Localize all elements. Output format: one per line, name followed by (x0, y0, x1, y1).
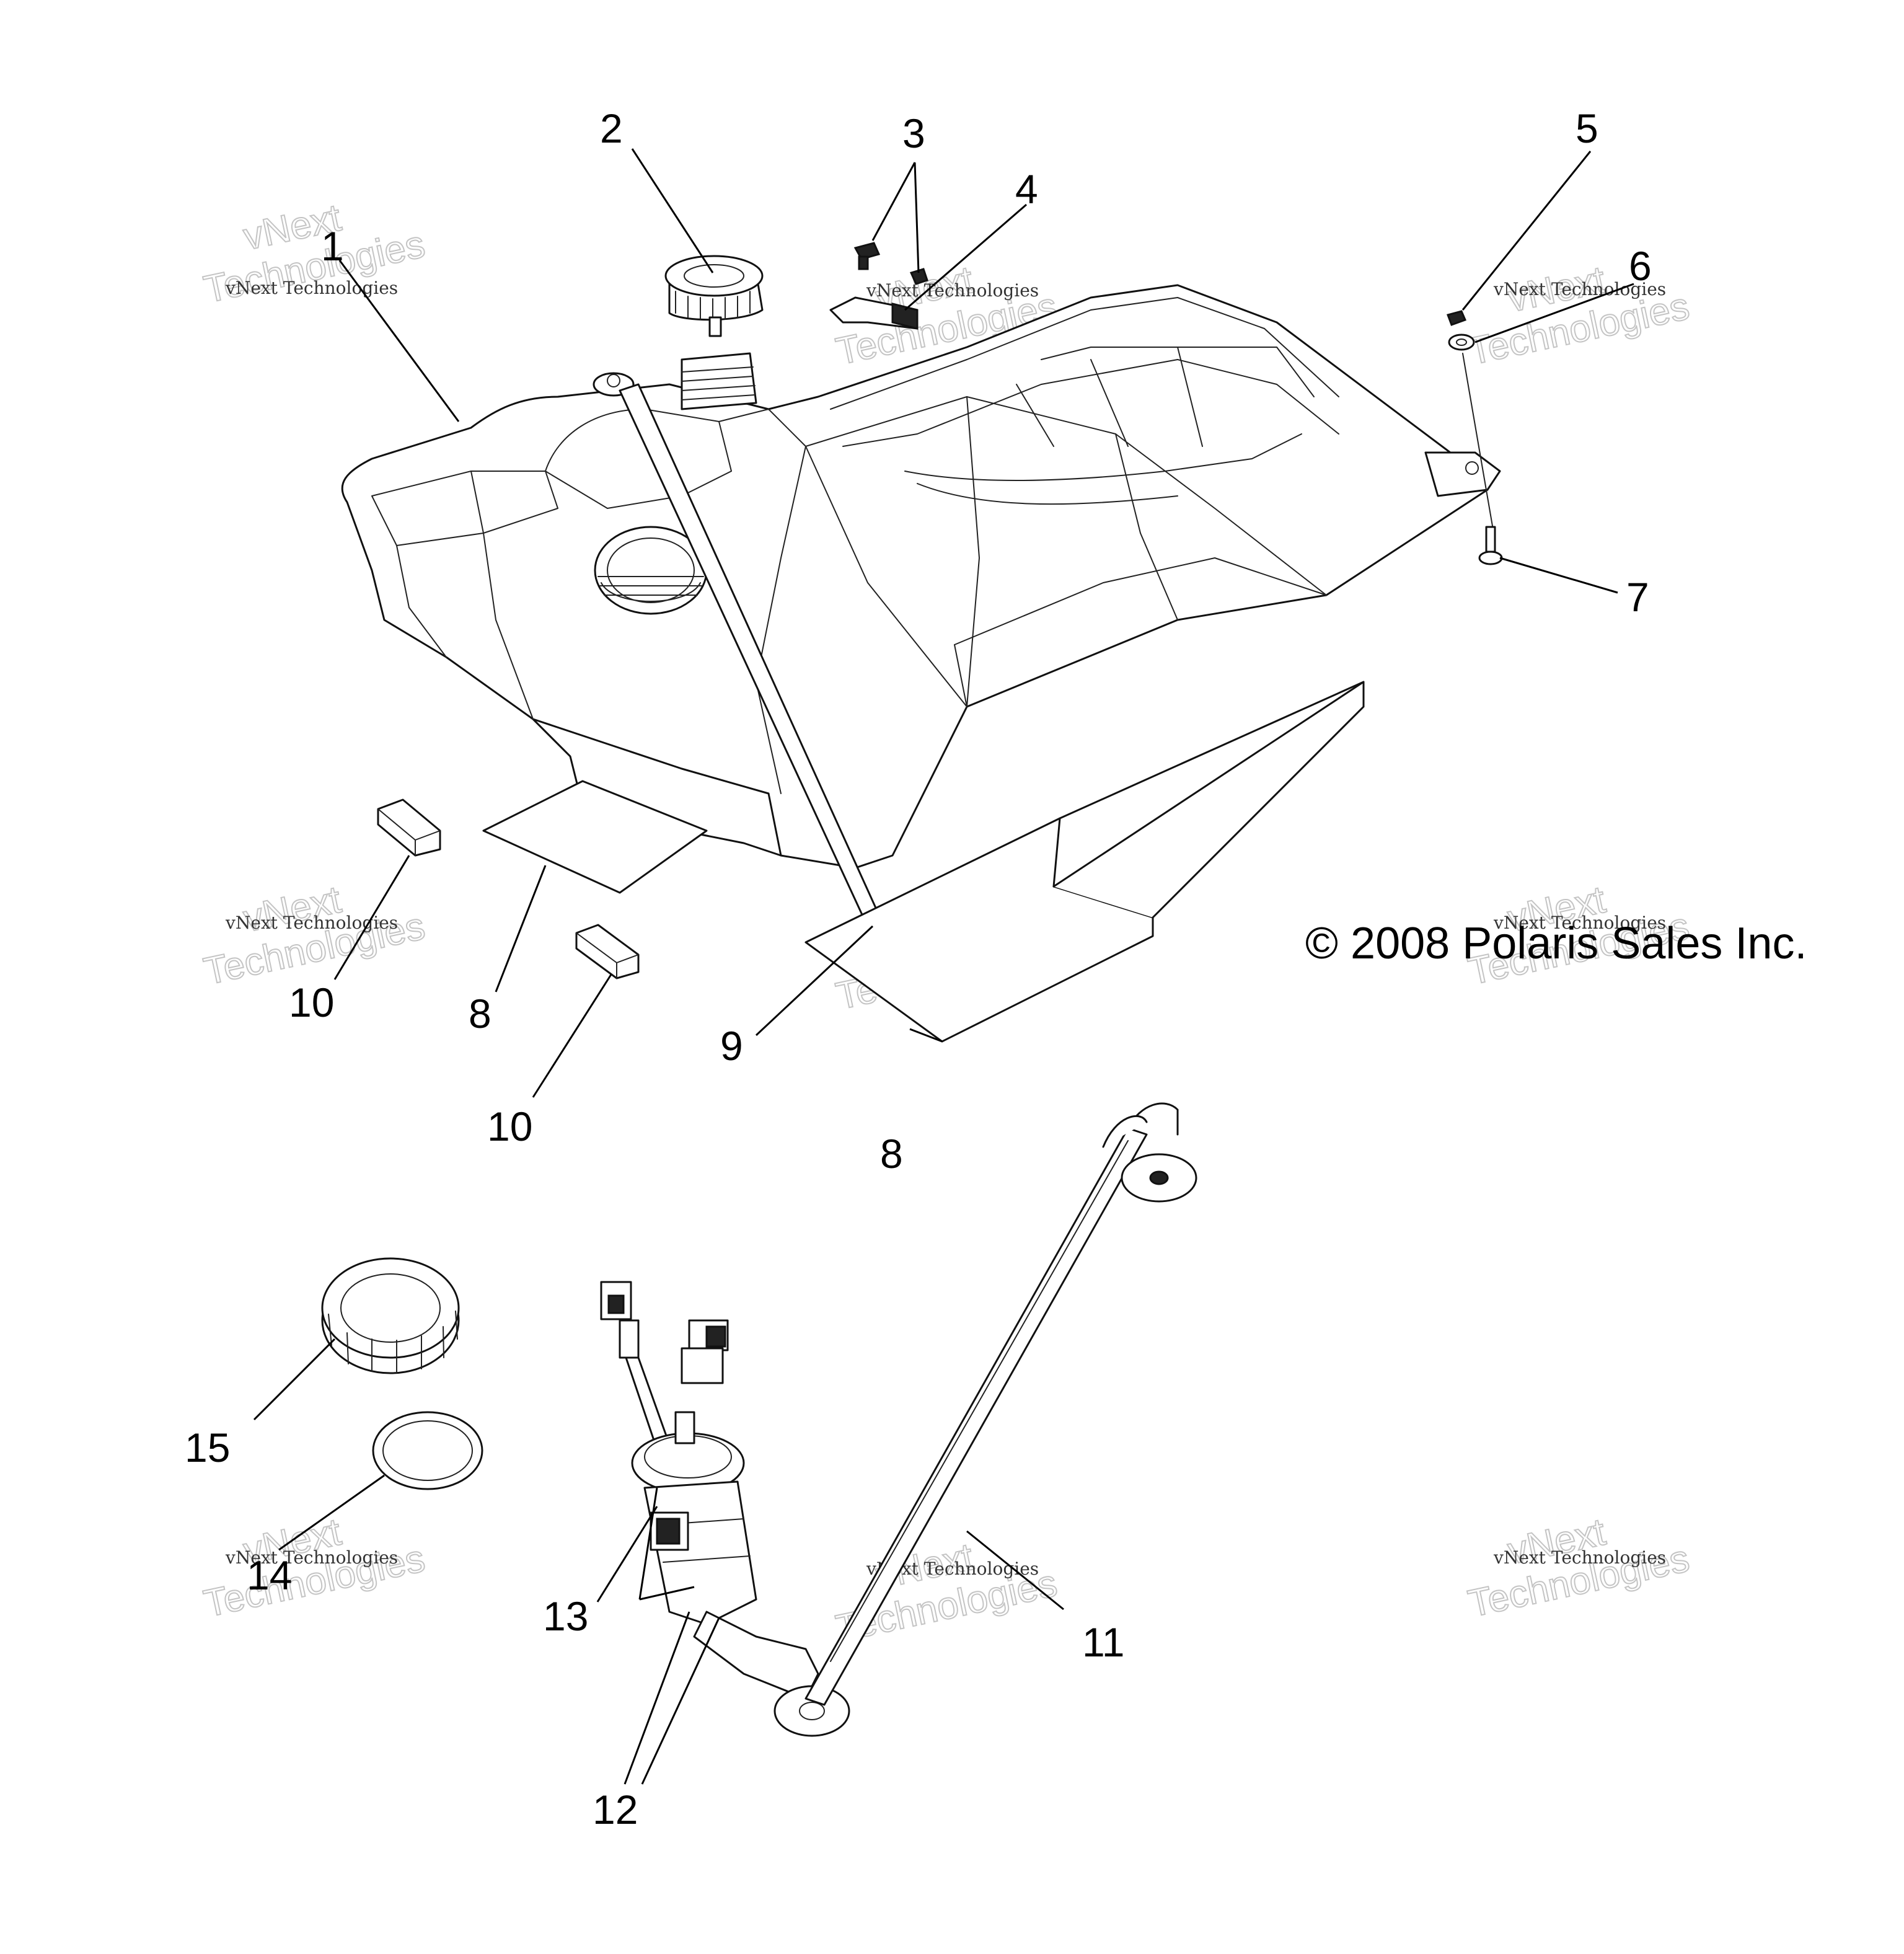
heat-shield-left (482, 780, 708, 894)
callout-10-upper: 10 (289, 979, 334, 1025)
pad-upper (377, 798, 441, 857)
copyright-text: © 2008 Polaris Sales Inc. (1305, 919, 1807, 968)
screw-clip (853, 242, 928, 285)
callout-12: 12 (593, 1787, 638, 1832)
watermark-small-bottom-right: vNext Technologies (1493, 1547, 1666, 1568)
gas-cap (664, 255, 764, 337)
callout-2: 2 (600, 105, 623, 151)
pad-lower (575, 924, 640, 979)
callout-15: 15 (185, 1425, 230, 1470)
callout-13: 13 (543, 1593, 588, 1639)
callout-1: 1 (321, 223, 344, 269)
callout-4: 4 (1015, 166, 1038, 212)
lock-ring (321, 1257, 460, 1374)
watermark-small-top-right: vNext Technologies (1493, 279, 1666, 299)
callout-11: 11 (1082, 1619, 1125, 1665)
callout-8-right: 8 (880, 1131, 903, 1177)
heat-shield-right (804, 681, 1365, 1043)
callout-6: 6 (1629, 243, 1652, 289)
callout-10-lower: 10 (487, 1103, 532, 1149)
watermark-small-top-center: vNext Technologies (866, 280, 1039, 301)
fuel-tank (341, 284, 1501, 869)
watermark-top-right: vNext Technologies (1464, 258, 1693, 374)
callout-14: 14 (247, 1552, 292, 1598)
callout-9: 9 (720, 1023, 743, 1069)
fuel-pump-assembly (600, 1102, 1197, 1737)
leader-lines (253, 148, 1634, 1611)
washer (1448, 334, 1475, 351)
gasket (372, 1411, 483, 1490)
callout-7: 7 (1626, 574, 1649, 620)
clip-bracket (829, 296, 919, 330)
callout-8-left: 8 (469, 991, 491, 1037)
callout-3: 3 (902, 110, 925, 156)
nut (1447, 310, 1467, 326)
bolt (1478, 526, 1503, 565)
callout-5: 5 (1576, 105, 1598, 151)
watermark-small-bottom-left: vNext Technologies (225, 1547, 398, 1568)
watermark-small-mid-right: vNext Technologies (1493, 913, 1666, 933)
watermark-small-top-left: vNext Technologies (225, 278, 398, 298)
